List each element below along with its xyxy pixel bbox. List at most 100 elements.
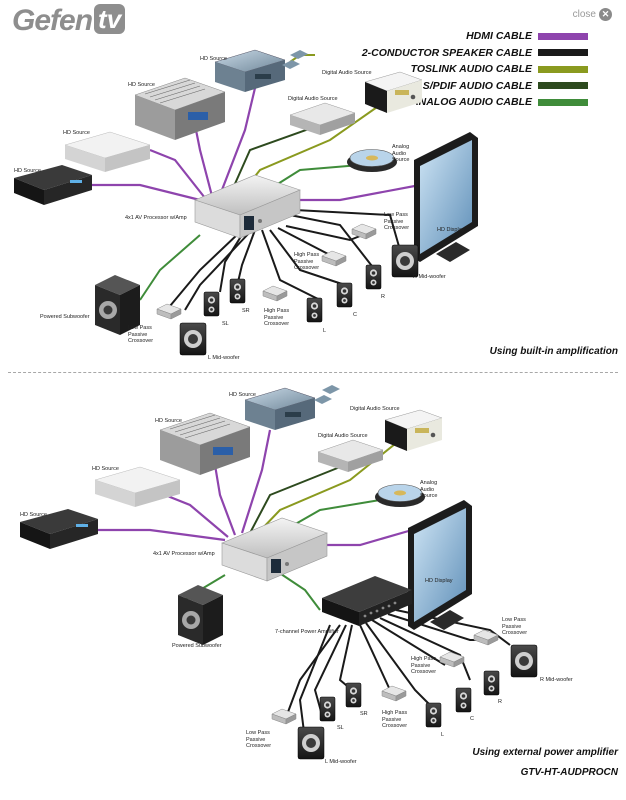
bottom-label-digital-audio-1: Digital Audio Source	[350, 406, 400, 412]
bottom-speaker-r	[483, 670, 500, 696]
top-label-digital-audio-2: Digital Audio Source	[288, 96, 338, 102]
bottom-label-l-midwoofer: L Mid-woofer	[325, 759, 357, 765]
bottom-label-r: R	[498, 699, 502, 705]
top-label-l: L	[323, 328, 327, 334]
top-remote-devices	[282, 50, 308, 69]
bottom-caption-2: GTV-HT-AUDPROCN	[520, 767, 618, 778]
bottom-label-analog-audio: Analog Audio Source	[420, 480, 438, 499]
top-lp-crossover-left	[156, 303, 182, 320]
bottom-label-sl: SL	[337, 725, 344, 731]
bottom-speaker-sr	[345, 682, 362, 708]
legend-label: 2-CONDUCTOR SPEAKER CABLE	[361, 46, 532, 59]
legend-item-spdif: S/PDIF AUDIO CABLE	[288, 78, 588, 95]
top-label-hd-source-4: HD Source	[14, 168, 41, 174]
bottom-speaker-l	[425, 702, 442, 728]
legend-label: ANALOG AUDIO CABLE	[411, 96, 532, 109]
top-label-r: R	[381, 294, 385, 300]
top-speaker-l	[306, 297, 323, 323]
bottom-label-subwoofer: Powered Subwoofer	[172, 643, 222, 649]
legend-swatch	[538, 98, 588, 106]
close-label: close	[572, 9, 596, 20]
legend-item-analog: ANALOG AUDIO CABLE	[288, 94, 588, 111]
bottom-label-hd-source-4: HD Source	[20, 512, 47, 518]
top-label-hd-source-3: HD Source	[63, 130, 90, 136]
cable-legend: HDMI CABLE 2-CONDUCTOR SPEAKER CABLE TOS…	[288, 28, 588, 111]
bottom-label-power-amp: 7-channel Power Amplifier	[275, 629, 339, 635]
bottom-hp-crossover-left	[381, 685, 407, 702]
top-label-hd-source-1: HD Source	[200, 56, 227, 62]
top-hd-source-3	[64, 131, 151, 172]
bottom-label-hd-source-2: HD Source	[155, 418, 182, 424]
bottom-hd-display	[408, 500, 472, 630]
legend-swatch	[538, 49, 588, 57]
close-button[interactable]: close ✕	[573, 8, 612, 21]
top-hd-display	[414, 132, 478, 262]
bottom-hd-source-2	[159, 412, 251, 475]
section-divider	[8, 372, 618, 373]
bottom-label-hd-source-1: HD Source	[229, 392, 256, 398]
bottom-hd-source-1	[244, 387, 316, 430]
top-speaker-r	[365, 264, 382, 290]
legend-item-speaker: 2-CONDUCTOR SPEAKER CABLE	[288, 45, 588, 62]
legend-item-toslink: TOSLINK AUDIO CABLE	[288, 61, 588, 78]
top-label-c: C	[353, 312, 357, 318]
logo-brand: Gefen	[12, 4, 93, 37]
top-digital-audio-source-1	[364, 71, 423, 113]
top-label-l-midwoofer: L Mid-woofer	[208, 355, 240, 361]
bottom-l-midwoofer	[297, 726, 325, 760]
bottom-lp-crossover-left	[271, 708, 297, 725]
bottom-label-hp-right: High Pass Passive Crossover	[411, 656, 437, 675]
bottom-label-r-midwoofer: R Mid-woofer	[540, 677, 573, 683]
top-hd-source-2	[134, 77, 226, 140]
top-label-r-midwoofer: R Mid-woofer	[413, 274, 446, 280]
bottom-hd-source-4	[20, 509, 98, 549]
bottom-hd-source-3	[94, 466, 181, 507]
legend-label: TOSLINK AUDIO CABLE	[410, 63, 532, 76]
top-label-analog-audio: Analog Audio Source	[392, 144, 410, 163]
bottom-label-digital-audio-2: Digital Audio Source	[318, 433, 368, 439]
top-speaker-sl	[203, 291, 220, 317]
top-powered-subwoofer	[95, 275, 140, 335]
bottom-label-l: L	[441, 732, 445, 738]
bottom-speaker-sl	[319, 696, 336, 722]
top-label-digital-audio-1: Digital Audio Source	[322, 70, 372, 76]
top-hdmi-cables	[92, 87, 421, 202]
close-icon: ✕	[599, 8, 612, 21]
bottom-digital-audio-source-2	[317, 439, 384, 472]
top-analog-audio-source	[347, 149, 397, 172]
top-diagram	[14, 49, 478, 356]
bottom-r-midwoofer	[510, 644, 538, 678]
bottom-digital-audio-source-1	[384, 409, 443, 451]
top-label-hp-right: High Pass Passive Crossover	[294, 252, 320, 271]
top-speaker-cables	[164, 209, 401, 313]
bottom-label-hp-left: High Pass Passive Crossover	[382, 710, 408, 729]
top-caption: Using built-in amplification	[489, 346, 618, 357]
top-label-hd-display: HD Display	[437, 227, 465, 233]
top-l-midwoofer	[179, 322, 207, 356]
bottom-remote-devices	[314, 385, 340, 404]
top-label-lp-right: Low Pass Passive Crossover	[384, 212, 410, 231]
bottom-hdmi-cables	[98, 429, 413, 547]
top-label-lp-left: Low Pass Passive Crossover	[128, 325, 154, 344]
legend-label: S/PDIF AUDIO CABLE	[422, 79, 532, 92]
legend-item-hdmi: HDMI CABLE	[288, 28, 588, 45]
legend-swatch	[538, 82, 588, 90]
bottom-label-sr: SR	[360, 711, 368, 717]
bottom-label-lp-left: Low Pass Passive Crossover	[246, 730, 272, 749]
bottom-caption-1: Using external power amplifier	[472, 747, 618, 758]
top-speaker-c	[336, 282, 353, 308]
top-r-midwoofer	[391, 244, 419, 278]
legend-swatch	[538, 32, 588, 40]
bottom-analog-audio-source	[375, 484, 425, 507]
bottom-speaker-c	[455, 687, 472, 713]
top-hd-source-4	[14, 165, 92, 205]
top-label-processor: 4x1 AV Processor w/Amp	[125, 215, 187, 221]
bottom-label-processor: 4x1 AV Processor w/Amp	[153, 551, 215, 557]
bottom-label-hd-source-3: HD Source	[92, 466, 119, 472]
bottom-av-processor	[221, 517, 328, 582]
bottom-label-c: C	[470, 716, 474, 722]
bottom-label-hd-display: HD Display	[425, 578, 453, 584]
top-label-subwoofer: Powered Subwoofer	[40, 314, 90, 320]
